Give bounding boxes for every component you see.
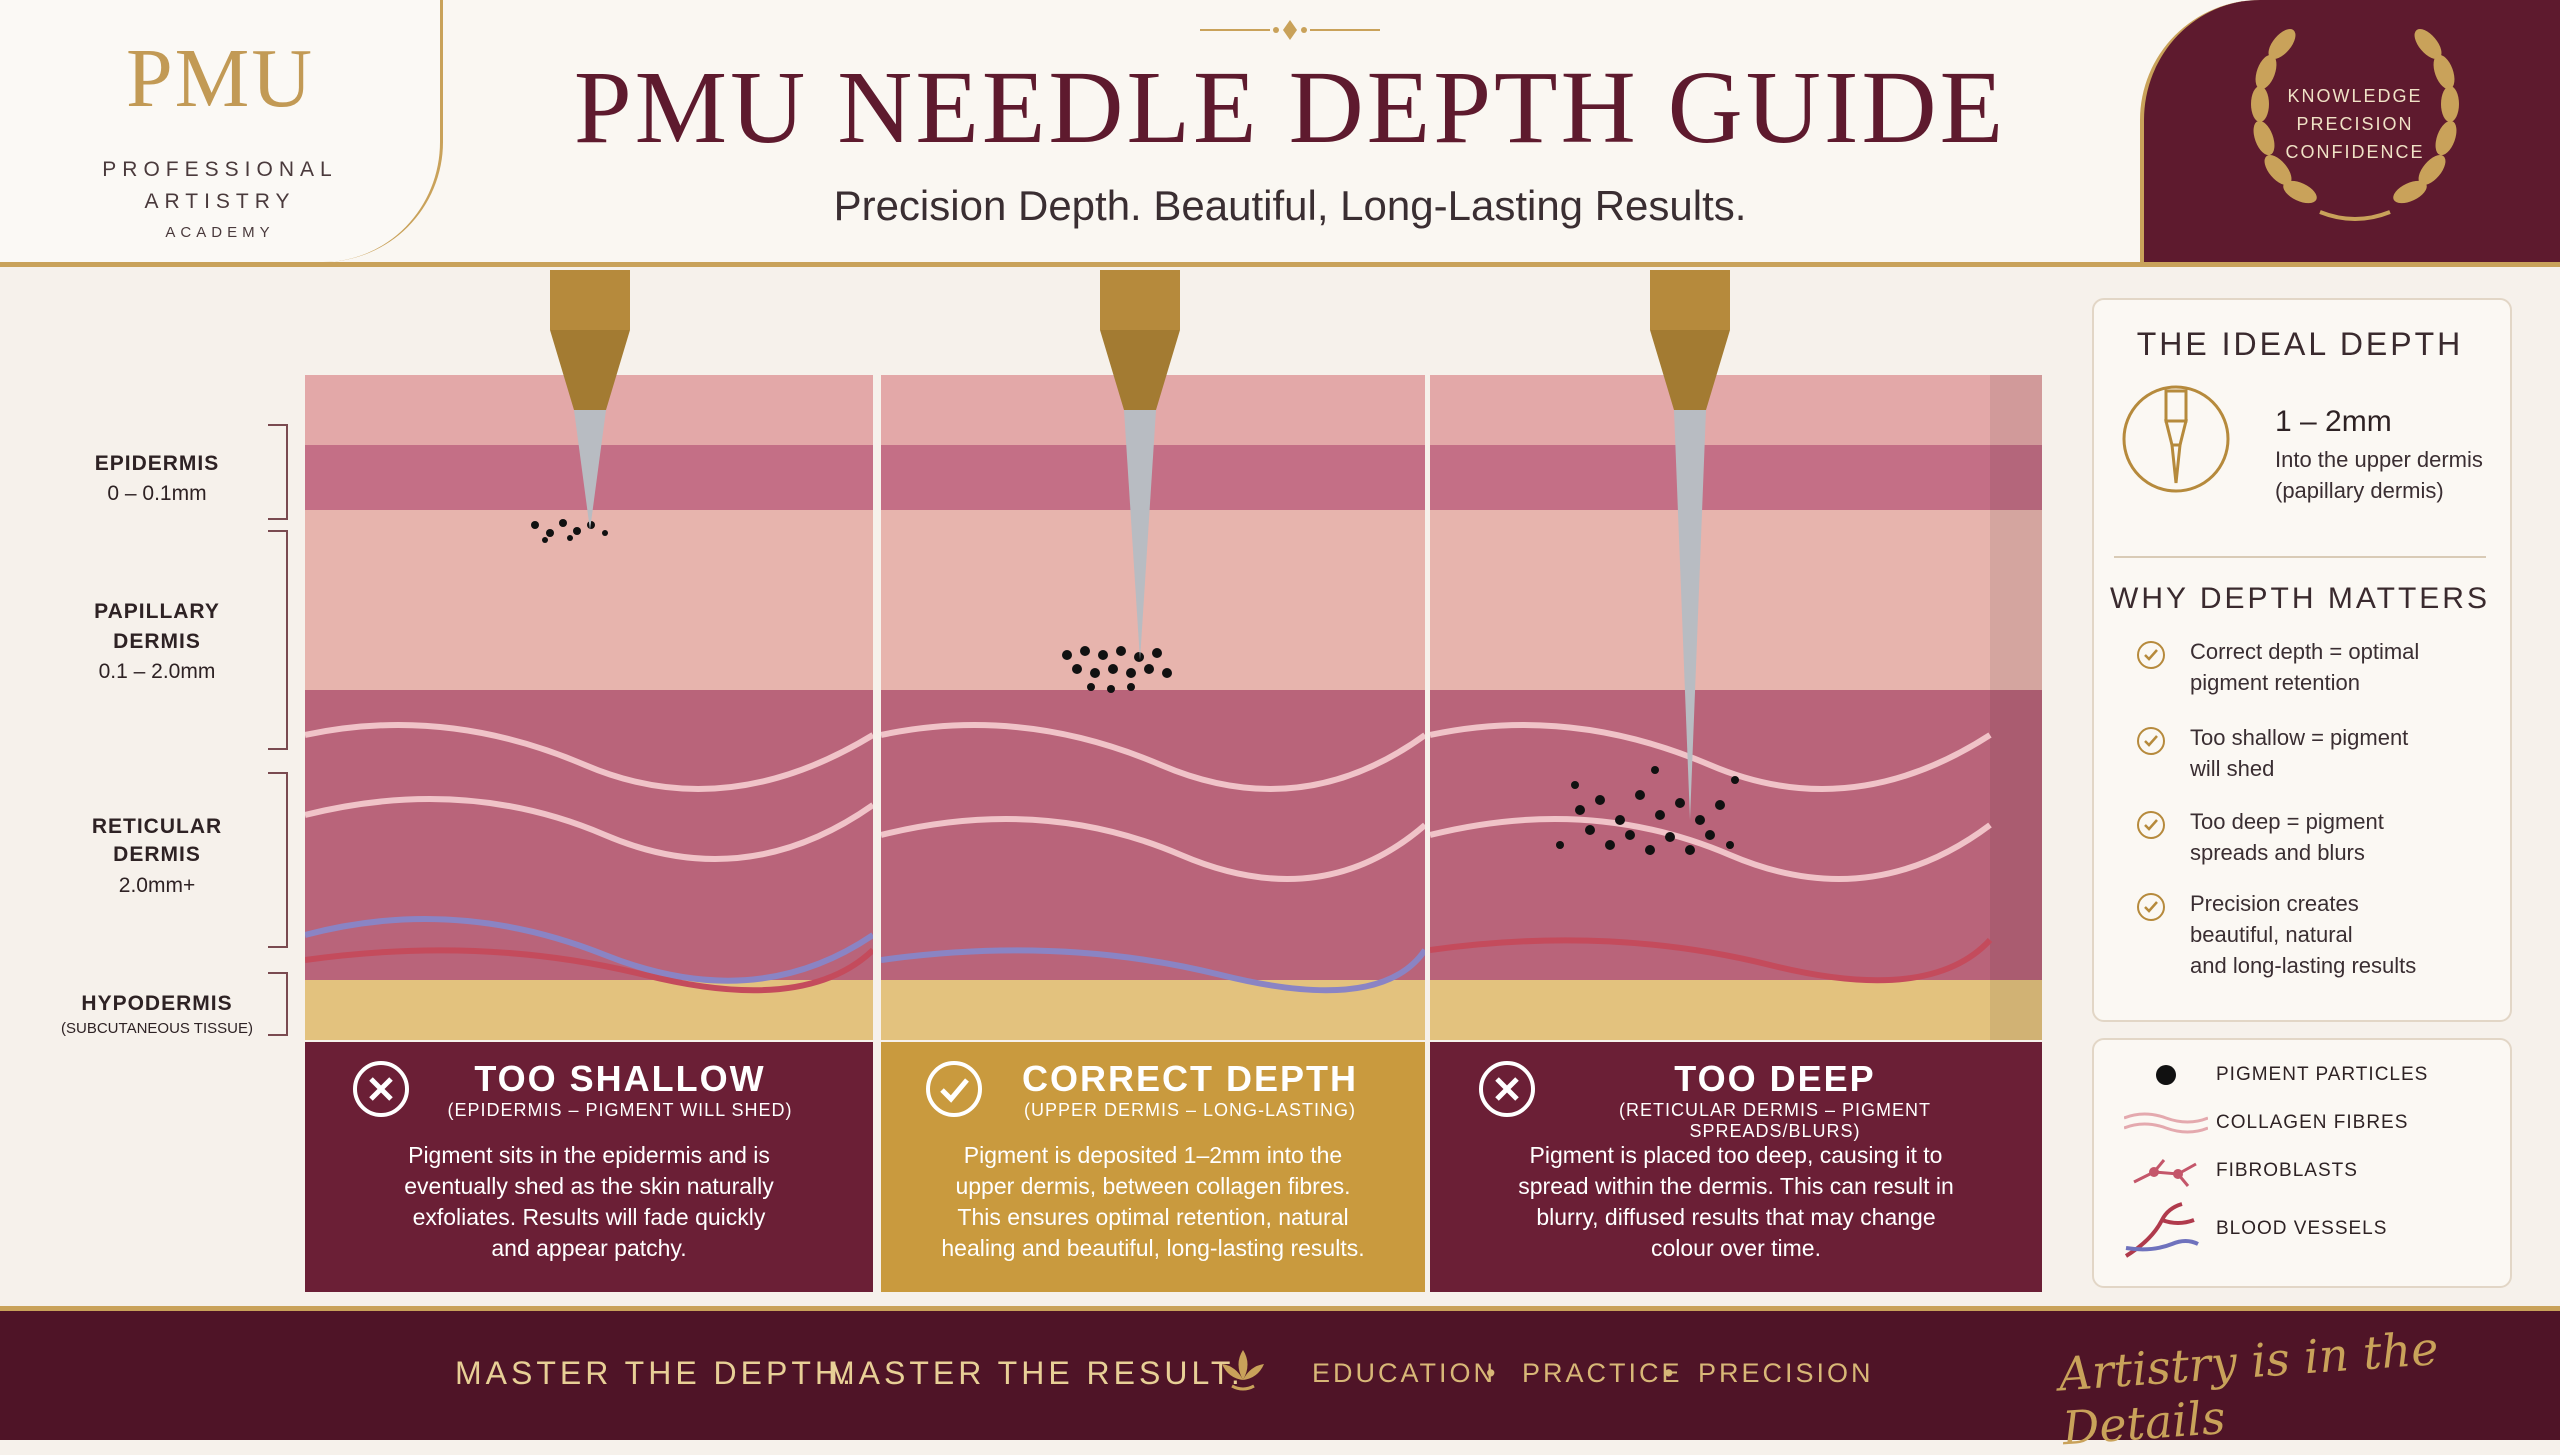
label-papillary-2: DERMIS (113, 630, 201, 653)
bracket-reticular (268, 772, 288, 948)
legend-label: PIGMENT PARTICLES (2216, 1064, 2429, 1085)
footer-tagline-1: MASTER THE DEPTH. (455, 1355, 855, 1391)
collagen-fibre-icon (2124, 1112, 2208, 1134)
needle-deep-icon (1650, 270, 1730, 820)
badge-line-3: CONFIDENCE (2285, 142, 2425, 162)
card-subtitle: (UPPER DERMIS – LONG-LASTING) (1023, 1100, 1357, 1120)
ornament-icon (1200, 20, 1380, 40)
check-circle-icon (926, 1061, 982, 1117)
logo-mark: PMU (125, 32, 315, 125)
label-papillary-1: PAPILLARY (94, 600, 220, 623)
legend-label: BLOOD VESSELS (2216, 1218, 2388, 1239)
logo-panel (0, 0, 443, 262)
range-hypodermis: (SUBCUTANEOUS TISSUE) (61, 1020, 253, 1037)
label-reticular-2: DERMIS (113, 843, 201, 866)
page-subtitle: Precision Depth. Beautiful, Long-Lasting… (833, 182, 1747, 229)
ideal-depth-value: 1 – 2mm (2275, 405, 2392, 438)
pigment-dot-icon (2156, 1065, 2176, 1085)
footer-practice: PRACTICE (1522, 1358, 1683, 1388)
x-circle-icon (1479, 1061, 1535, 1117)
check-circle-icon (2137, 641, 2165, 669)
footer-tagline-2: MASTER THE RESULT. (828, 1355, 1244, 1391)
fibroblast-icon (2133, 1159, 2197, 1187)
label-reticular-1: RETICULAR (91, 815, 223, 838)
card-body: Pigment is placed too deep, causing it t… (1518, 1142, 1954, 1261)
logo-line-1: PROFESSIONAL (102, 158, 338, 181)
card-too-shallow (305, 1042, 873, 1292)
card-title: CORRECT DEPTH (1021, 1058, 1358, 1099)
check-circle-icon (2137, 893, 2165, 921)
ideal-depth-title: THE IDEAL DEPTH (2136, 326, 2464, 362)
check-circle-icon (2137, 811, 2165, 839)
label-epidermis: EPIDERMIS (94, 452, 220, 475)
needle-correct-icon (1100, 270, 1180, 660)
card-subtitle: (EPIDERMIS – PIGMENT WILL SHED) (447, 1100, 793, 1120)
footer-precision: PRECISION (1698, 1358, 1874, 1388)
bracket-hypodermis (268, 972, 288, 1036)
laurel-wreath-icon (2251, 29, 2459, 221)
lotus-icon (1222, 1350, 1264, 1391)
divider (2114, 556, 2486, 558)
ideal-depth-desc-1: Into the upper dermis (2275, 447, 2483, 472)
skin-panel-too-deep (1430, 375, 2042, 1040)
ideal-depth-desc-2: (papillary dermis) (2275, 478, 2444, 503)
bracket-epidermis (268, 424, 288, 520)
badge-line-1: KNOWLEDGE (2287, 86, 2423, 106)
legend-label: COLLAGEN FIBRES (2216, 1112, 2409, 1133)
footer-separator: • (1486, 1358, 1496, 1388)
card-correct-depth (881, 1042, 1425, 1292)
footer-divider (0, 1306, 2560, 1311)
check-circle-icon (2137, 727, 2165, 755)
page-title: PMU NEEDLE DEPTH GUIDE (573, 50, 2007, 165)
range-papillary: 0.1 – 2.0mm (98, 660, 216, 683)
card-title: TOO SHALLOW (474, 1058, 766, 1099)
range-epidermis: 0 – 0.1mm (107, 482, 207, 505)
x-circle-icon (353, 1061, 409, 1117)
badge-line-2: PRECISION (2296, 114, 2414, 134)
needle-circle-icon (2122, 385, 2230, 493)
logo-line-3: ACADEMY (165, 224, 275, 241)
range-reticular: 2.0mm+ (118, 874, 196, 897)
logo-line-2: ARTISTRY (144, 190, 296, 213)
footer-separator: • (1664, 1358, 1674, 1388)
bracket-papillary (268, 530, 288, 750)
needle-shallow-icon (550, 270, 630, 530)
blood-vessel-icon (2124, 1202, 2199, 1258)
why-depth-title: WHY DEPTH MATTERS (2110, 582, 2490, 615)
footer (0, 1311, 2560, 1440)
card-subtitle: (RETICULAR DERMIS – PIGMENT SPREADS/BLUR… (1618, 1100, 1932, 1141)
label-hypodermis: HYPODERMIS (81, 992, 233, 1015)
header-divider (0, 262, 2560, 267)
legend-label: FIBROBLASTS (2216, 1160, 2358, 1181)
card-title: TOO DEEP (1674, 1058, 1876, 1099)
footer-education: EDUCATION (1312, 1358, 1497, 1388)
